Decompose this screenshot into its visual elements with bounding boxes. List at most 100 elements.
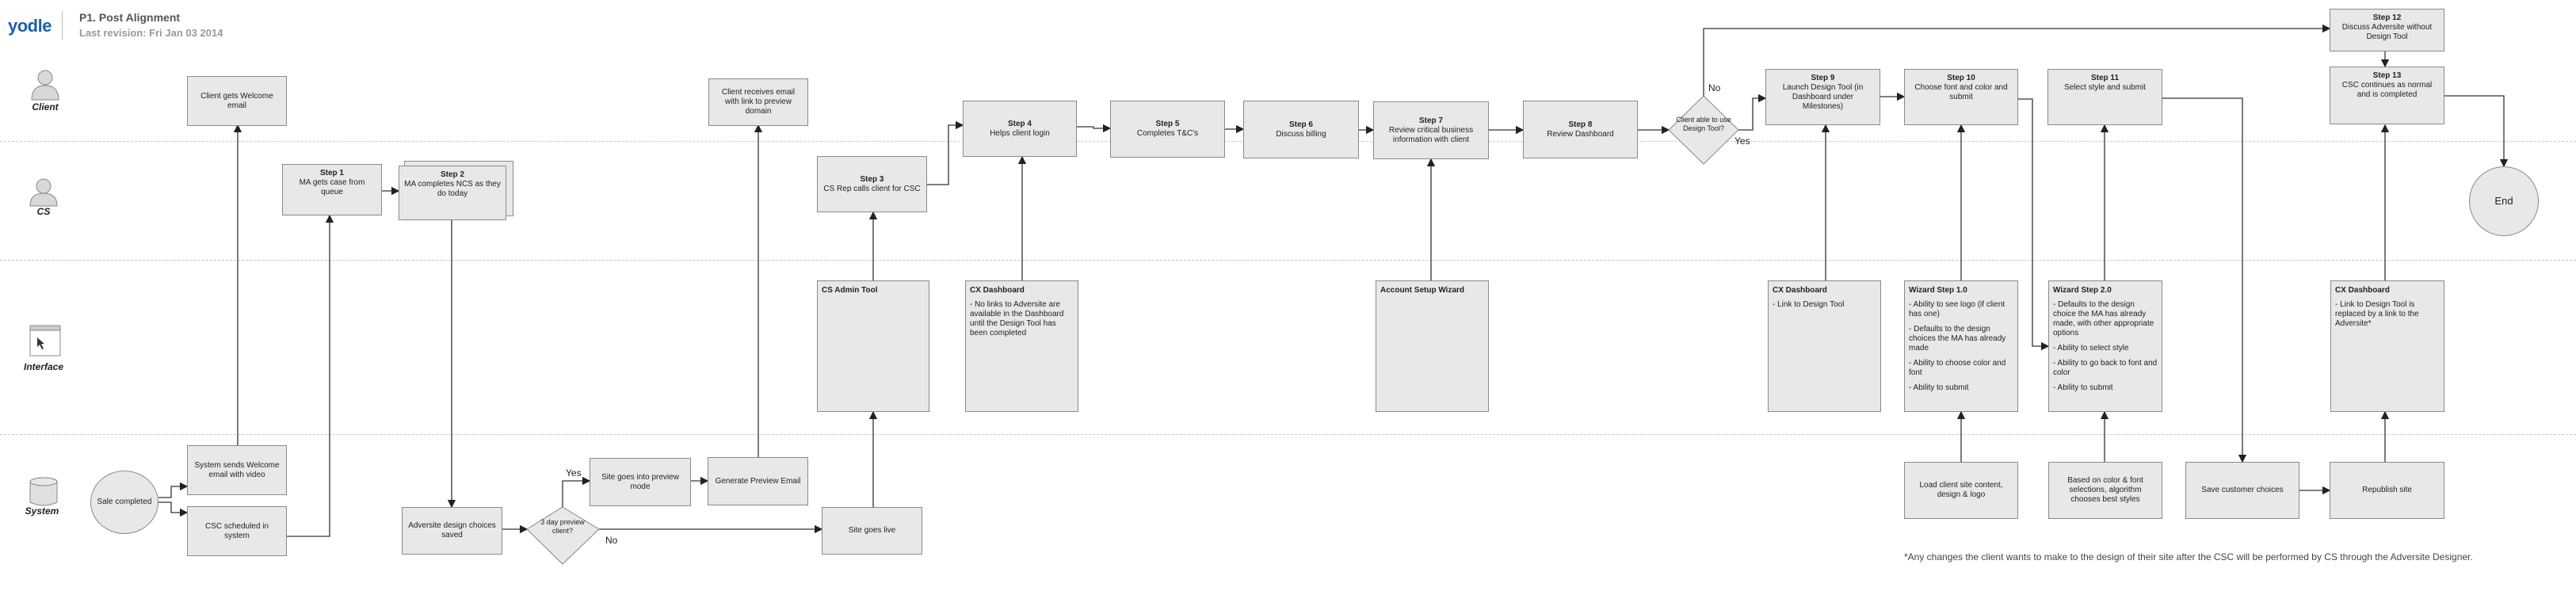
load-client-content-box: Load client site content, design & logo: [1904, 462, 2018, 519]
cx-dashboard-1-title: CX Dashboard: [970, 286, 1025, 295]
header-divider: [62, 11, 63, 40]
design-tool-decision-diamond: [1668, 95, 1739, 165]
wizard-step-1-item: - Ability to see logo (if client has one…: [1909, 300, 2005, 318]
step4-text: Helps client login: [990, 128, 1050, 138]
site-goes-live-box: Site goes live: [822, 507, 922, 555]
step12-box: Step 12 Discuss Adversite without Design…: [2330, 9, 2444, 51]
label-yes-design-tool: Yes: [1735, 135, 1750, 147]
step13-box: Step 13 CSC continues as normal and is c…: [2330, 67, 2444, 124]
cx-dashboard-3-text: - Link to Design Tool is replaced by a l…: [2335, 300, 2419, 328]
step11-text: Select style and submit: [2064, 83, 2146, 92]
step11-title: Step 11: [2090, 74, 2120, 82]
cx-dashboard-2-box: CX Dashboard - Link to Design Tool: [1768, 280, 1881, 412]
database-icon: [29, 477, 58, 506]
step8-title: Step 8: [1568, 120, 1593, 129]
cx-dashboard-1-text: - No links to Adversite are available in…: [970, 300, 1064, 337]
step4-box: Step 4 Helps client login: [963, 101, 1077, 157]
step5-box: Step 5 Completes T&C's: [1110, 101, 1225, 158]
browser-window-icon: [29, 325, 61, 356]
step6-title: Step 6: [1288, 120, 1313, 129]
step3-title: Step 3: [860, 174, 884, 184]
step1-text: MA gets case from queue: [299, 178, 365, 196]
label-no-preview: No: [605, 535, 618, 546]
step6-box: Step 6 Discuss billing: [1243, 101, 1359, 158]
wizard-step-1-box: Wizard Step 1.0 - Ability to see logo (i…: [1904, 280, 2018, 412]
step9-box: Step 9 Launch Design Tool (in Dashboard …: [1765, 69, 1880, 125]
step5-text: Completes T&C's: [1136, 129, 1199, 138]
step10-box: Step 10 Choose font and color and submit: [1904, 69, 2018, 125]
step4-title: Step 4: [1007, 119, 1032, 128]
wizard-step-2-title: Wizard Step 2.0: [2053, 286, 2112, 295]
step9-title: Step 9: [1811, 74, 1835, 82]
wizard-step-2-item: - Ability to submit: [2053, 383, 2113, 392]
preview-decision-diamond: [526, 506, 600, 565]
step8-text: Review Dashboard: [1547, 129, 1614, 139]
step1-box: Step 1 MA gets case from queue: [282, 164, 382, 215]
wizard-step-2-item: - Defaults to the design choice the MA h…: [2053, 300, 2154, 337]
design-tool-decision-label: Client able to use Design Tool?: [1676, 116, 1731, 132]
client-person-icon: [31, 70, 59, 101]
wizard-step-2-item: - Ability to select style: [2053, 344, 2129, 353]
cs-admin-tool-title: CS Admin Tool: [822, 286, 878, 295]
step13-title: Step 13: [2372, 71, 2402, 80]
wizard-step-1-title: Wizard Step 1.0: [1909, 286, 1967, 295]
cs-person-icon: [29, 178, 58, 207]
step7-box: Step 7 Review critical business informat…: [1373, 101, 1489, 159]
wizard-step-2-item: - Ability to go back to font and color: [2053, 359, 2158, 377]
step12-title: Step 12: [2372, 13, 2402, 22]
lane-label-system: System: [25, 505, 59, 517]
generate-preview-email-box: Generate Preview Email: [708, 457, 808, 505]
footnote: *Any changes the client wants to make to…: [1904, 551, 2473, 562]
wizard-step-1-item: - Ability to choose color and font: [1909, 359, 2006, 377]
wizard-step-1-item: - Ability to submit: [1909, 383, 1969, 392]
step7-text: Review critical business information wit…: [1388, 125, 1474, 144]
client-welcome-email-box: Client gets Welcome email: [187, 76, 287, 126]
algorithm-styles-box: Based on color & font selections, algori…: [2048, 462, 2162, 519]
csc-scheduled-box: CSC scheduled in system: [187, 506, 287, 556]
step2-text: MA completes NCS as they do today: [404, 180, 501, 198]
step8-box: Step 8 Review Dashboard: [1523, 101, 1638, 158]
sale-completed-node: Sale completed: [90, 471, 158, 534]
step1-title: Step 1: [319, 169, 344, 177]
step10-title: Step 10: [1947, 74, 1975, 82]
lane-divider-cs-interface: [0, 260, 2576, 261]
cs-admin-tool-box: CS Admin Tool: [817, 280, 929, 412]
label-no-design-tool: No: [1708, 82, 1721, 93]
adversite-design-saved-box: Adversite design choices saved: [402, 507, 502, 555]
label-yes-preview: Yes: [566, 467, 582, 478]
cx-dashboard-2-title: CX Dashboard: [1773, 286, 1827, 295]
account-setup-wizard-box: Account Setup Wizard: [1376, 280, 1489, 412]
account-setup-wizard-title: Account Setup Wizard: [1380, 286, 1465, 295]
step7-title: Step 7: [1418, 116, 1443, 125]
step5-title: Step 5: [1155, 120, 1180, 128]
step12-text: Discuss Adversite without Design Tool: [2341, 23, 2433, 41]
revision-text: Last revision: Fri Jan 03 2014: [79, 27, 223, 39]
step11-box: Step 11 Select style and submit: [2047, 69, 2162, 125]
lane-label-interface: Interface: [23, 361, 64, 372]
cx-dashboard-1-box: CX Dashboard - No links to Adversite are…: [965, 280, 1078, 412]
cx-dashboard-2-text: - Link to Design Tool: [1773, 300, 1845, 309]
lane-label-client: Client: [32, 101, 59, 112]
site-preview-mode-box: Site goes into preview mode: [590, 458, 691, 506]
cx-dashboard-3-title: CX Dashboard: [2335, 286, 2390, 295]
step6-text: Discuss billing: [1276, 129, 1326, 139]
yodle-logo: yodle: [8, 16, 52, 36]
cx-dashboard-3-box: CX Dashboard - Link to Design Tool is re…: [2330, 280, 2444, 412]
republish-site-box: Republish site: [2330, 462, 2444, 519]
step2-box: Step 2 MA completes NCS as they do today: [399, 166, 506, 220]
system-welcome-email-box: System sends Welcome email with video: [187, 445, 287, 495]
preview-decision-label: 3 day preview client?: [540, 518, 585, 535]
lane-divider-interface-system: [0, 434, 2576, 435]
client-preview-email-box: Client receives email with link to previ…: [708, 78, 808, 126]
end-node: End: [2469, 166, 2539, 236]
wizard-step-1-item: - Defaults to the design choices the MA …: [1909, 325, 2006, 353]
step10-text: Choose font and color and submit: [1914, 83, 2008, 101]
page-title: P1. Post Alignment: [79, 11, 181, 24]
step3-box: Step 3 CS Rep calls client for CSC: [817, 156, 927, 212]
lane-label-cs: CS: [36, 206, 51, 217]
step3-text: CS Rep calls client for CSC: [823, 184, 921, 193]
step13-text: CSC continues as normal and is completed: [2341, 81, 2433, 99]
step2-title: Step 2: [440, 170, 464, 179]
step9-text: Launch Design Tool (in Dashboard under M…: [1782, 83, 1864, 111]
